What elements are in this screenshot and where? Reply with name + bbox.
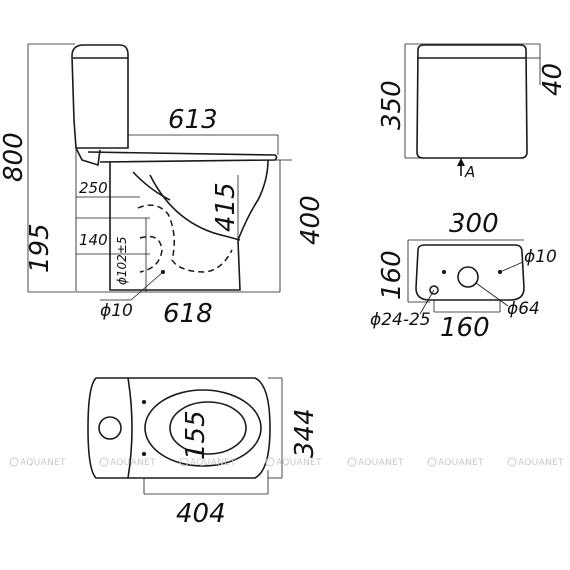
- rim-channel: [132, 171, 171, 201]
- watermark-text: AQUANET: [110, 458, 156, 468]
- watermark-logo-icon: [507, 457, 517, 467]
- height-total-label: 800: [0, 132, 29, 182]
- inlet-hole-leader: [419, 289, 435, 315]
- watermark-text: AQUANET: [190, 458, 236, 468]
- watermark-logo-icon: [179, 457, 189, 467]
- cistern-front-body: [416, 44, 528, 159]
- small-hole-left: [442, 270, 446, 274]
- view-label: A: [464, 163, 475, 181]
- watermark-text: AQUANET: [20, 458, 66, 468]
- seat-outline-outer: [144, 389, 262, 467]
- seat-height-label: 400: [296, 195, 326, 245]
- front-view: A 350 40: [377, 43, 568, 181]
- watermark-text: AQUANET: [518, 458, 564, 468]
- watermark-logo-icon: [265, 457, 275, 467]
- view-arrow-head: [457, 158, 465, 166]
- side-view: 800 613 618 250 415 400 195 140 ϕ102±5 ϕ…: [0, 43, 326, 329]
- bowl-height-label: 415: [211, 182, 241, 232]
- cistern-edge-top: [127, 377, 133, 479]
- watermark-logo-icon: [347, 457, 357, 467]
- fixing-hole-label: ϕ10: [100, 301, 133, 321]
- top-view: 344 155 404: [87, 377, 320, 529]
- seat: [87, 151, 278, 163]
- watermark-logo-icon: [9, 457, 19, 467]
- flush-hole-leader: [475, 282, 509, 307]
- lid-height-label: 40: [538, 63, 568, 96]
- fixing-hole-top: [142, 400, 146, 404]
- fixing-distance-label: 404: [176, 499, 226, 529]
- inlet-hole-label: ϕ24-25: [370, 310, 431, 330]
- outlet-dashed: [139, 235, 163, 273]
- cistern-base: [75, 147, 101, 167]
- outlet-height-label: 195: [25, 223, 55, 273]
- length-top-label: 613: [168, 105, 218, 135]
- watermark-text: AQUANET: [358, 458, 404, 468]
- watermark-logo-icon: [99, 457, 109, 467]
- top-outline: [87, 377, 271, 479]
- cistern-bottom-view: 300 160 160 ϕ10 ϕ24-25 ϕ64: [370, 209, 557, 343]
- outlet-offset-label: 140: [79, 231, 108, 249]
- bottom-depth-label: 160: [377, 250, 407, 300]
- seat-outline-inner: [169, 401, 247, 455]
- watermark-logo-icon: [427, 457, 437, 467]
- outlet-diameter-label: ϕ102±5: [115, 236, 129, 285]
- trap-dashed: [137, 204, 233, 273]
- watermark-text: AQUANET: [438, 458, 484, 468]
- hole-spacing-label: 160: [440, 313, 490, 343]
- small-hole-leader: [499, 261, 524, 273]
- inlet-height-label: 250: [79, 179, 108, 197]
- trapway-outer: [149, 174, 241, 241]
- bottom-width-label: 300: [449, 209, 499, 239]
- cistern-height-label: 350: [377, 80, 407, 130]
- flush-button: [98, 416, 122, 440]
- top-width-label: 344: [290, 408, 320, 458]
- cistern-body: [71, 44, 129, 149]
- watermark-row: AQUANET AQUANET AQUANET AQUANET AQUANET …: [9, 457, 564, 468]
- small-hole-label: ϕ10: [524, 247, 557, 267]
- watermark-text: AQUANET: [276, 458, 322, 468]
- flush-hole: [457, 266, 479, 288]
- length-bottom-label: 618: [163, 299, 213, 329]
- fixing-hole-bottom: [142, 452, 146, 456]
- cistern-bottom-outline: [415, 244, 525, 301]
- flush-hole-label: ϕ64: [507, 299, 540, 319]
- fixing-hole-leader: [130, 271, 164, 301]
- inlet-hole: [429, 285, 439, 295]
- fixing-spacing-label: 155: [181, 410, 211, 460]
